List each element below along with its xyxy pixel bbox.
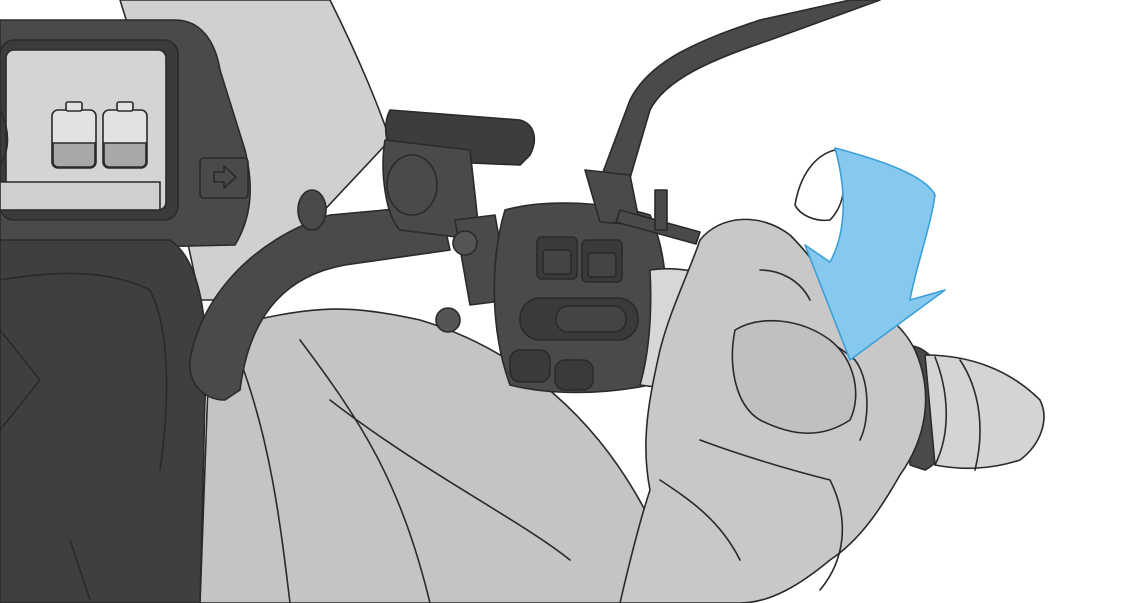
dashboard [0, 20, 250, 250]
front-fairing [0, 240, 206, 603]
switch-button[interactable] [555, 360, 593, 390]
switch-button[interactable] [520, 298, 638, 340]
switch-button[interactable] [510, 350, 550, 382]
switch-button[interactable] [537, 237, 577, 279]
battery-icon [103, 102, 147, 168]
right-arrow-icon [200, 158, 248, 198]
switch-button[interactable] [582, 240, 622, 282]
battery-icon [52, 102, 96, 168]
